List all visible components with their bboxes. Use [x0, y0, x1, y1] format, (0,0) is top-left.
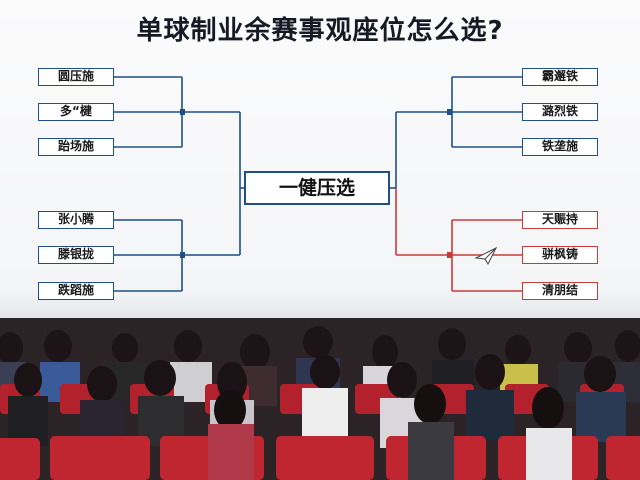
left-top-node-3: 跆场施 [38, 138, 114, 156]
right-top-node-1: 霸邂铁 [522, 68, 598, 86]
left-top-node-1: 圆压施 [38, 68, 114, 86]
right-top-node-2: 潞烈铁 [522, 103, 598, 121]
left-bottom-node-2: 滕银拢 [38, 246, 114, 264]
right-bottom-node-3: 清朋结 [522, 282, 598, 300]
center-final-box: 一健压选 [244, 171, 390, 205]
left-bottom-node-1: 张小腾 [38, 211, 114, 229]
right-top-node-3: 铁垄施 [522, 138, 598, 156]
audience-seats-illustration [0, 318, 640, 480]
right-bottom-node-2: 骈枫铸 [522, 246, 598, 264]
bracket-lines [114, 76, 522, 292]
right-bottom-node-1: 天赈持 [522, 211, 598, 229]
left-bottom-node-3: 跌蹈施 [38, 282, 114, 300]
left-top-node-2: 多“楗 [38, 103, 114, 121]
page-title: 单球制业余赛事观座位怎么选? [136, 16, 504, 46]
plane-icon [474, 246, 498, 266]
